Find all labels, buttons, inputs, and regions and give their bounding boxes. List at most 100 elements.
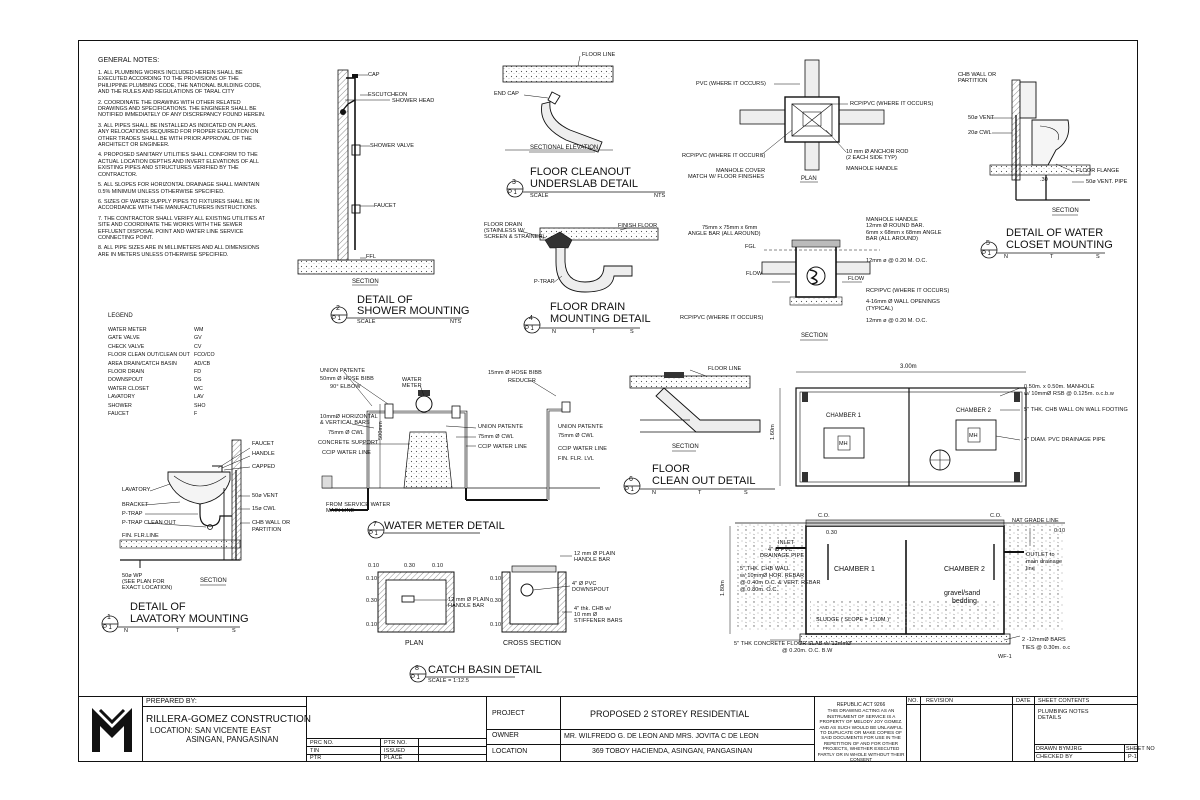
cleanout-detail-title2: UNDERSLAB DETAIL bbox=[530, 178, 638, 190]
wc-chb-label: CHB WALL OR bbox=[958, 72, 997, 78]
manhole-round-label: 12mm Ø ROUND BAR. bbox=[866, 223, 925, 229]
lav-detail-title2: LAVATORY MOUNTING bbox=[130, 613, 249, 625]
septic-section-drawing bbox=[729, 519, 1065, 645]
manhole-angle-label3: 6mm x 68mm x 68mm ANGLE bbox=[866, 230, 942, 236]
septic-slab-label: 5" THK CONCRETE FLOOR SLAB w/ 12mmØ bbox=[734, 641, 852, 647]
sheet-contents-header: SHEET CONTENTS bbox=[1038, 698, 1090, 704]
legend-name: SHOWER bbox=[108, 402, 132, 409]
cleanout-detail-num: 3 bbox=[512, 179, 516, 186]
wm-from-label2: MAIN LINE bbox=[326, 508, 355, 514]
septic-chamber1-label: CHAMBER 1 bbox=[826, 413, 862, 419]
shower-scale-label: SCALE bbox=[357, 319, 376, 325]
manhole-cover-label2: MATCH W/ FLOOR FINISHES bbox=[688, 174, 765, 180]
shower-escutcheon-label: ESCUTCHEON bbox=[368, 92, 408, 98]
general-note-item: 6. SIZES OF WATER SUPPLY PIPES TO FIXTUR… bbox=[98, 198, 260, 212]
floor-drain-label: FLOOR DRAIN bbox=[484, 222, 523, 228]
owner-name: MR. WILFREDO G. DE LEON AND MRS. JOVITA … bbox=[564, 733, 759, 740]
general-notes-list: 1. ALL PLUMBING WORKS INCLUDED HEREIN SH… bbox=[98, 70, 268, 262]
title-block-rule bbox=[380, 738, 381, 762]
septic-pipe-label: 4" DIAM. PVC DRAINAGE PIPE bbox=[1024, 437, 1106, 443]
title-block-rule bbox=[1034, 696, 1035, 762]
wm-reducer-label: REDUCER bbox=[508, 378, 536, 384]
floor-cleanout-underslab-drawing bbox=[502, 55, 614, 153]
legend-row: SHOWER SHO bbox=[108, 403, 218, 411]
revision-header: REVISION bbox=[926, 698, 954, 704]
general-note-item: 4. PROPOSED SANITARY UTILITIES SHALL CON… bbox=[98, 152, 259, 178]
shower-valve-label: SHOWER VALVE bbox=[370, 143, 414, 149]
lav-wp-label3: EXACT LOCATION) bbox=[122, 585, 173, 591]
title-block-rule bbox=[560, 696, 561, 762]
republic-act-title: REPUBLIC ACT 9266 bbox=[836, 702, 886, 708]
septic-d030-label: 0.30 bbox=[826, 530, 838, 536]
wm-support-label: CONCRETE SUPPORT bbox=[318, 440, 379, 446]
manhole-flow1-label: FLOW bbox=[746, 271, 763, 277]
shower-detail-title: DETAIL OF bbox=[357, 294, 413, 306]
septic-co1-label: C.O. bbox=[818, 513, 830, 519]
septic-outlet-label3: line bbox=[1026, 566, 1035, 572]
legend-name: GATE VALVE bbox=[108, 335, 140, 342]
sheet-contents-1: PLUMBING NOTES bbox=[1038, 709, 1089, 715]
project-location: 369 TOBOY HACIENDA, ASINGAN, PANGASINAN bbox=[592, 748, 753, 755]
lav-ffl-label: FIN. FLR.LINE bbox=[122, 533, 159, 539]
title-block-rule bbox=[486, 744, 814, 745]
cb-detail-num: 8 bbox=[415, 665, 419, 672]
septic-footing-label: 5" THK. CHB WALL ON WALL FOOTING bbox=[1024, 407, 1128, 413]
wm-cwl-label: 75mm Ø CWL bbox=[328, 430, 364, 436]
lav-cwl-label: 15ø CWL bbox=[252, 506, 276, 512]
wm-union3-label: UNION PATENTE bbox=[558, 424, 604, 430]
title-block-rule bbox=[306, 696, 307, 762]
septic-pvc-label: 4" Ø PVC bbox=[768, 547, 793, 553]
manhole-typical-label: (TYPICAL) bbox=[866, 306, 894, 312]
drawn-by-value: MJRG bbox=[1066, 746, 1082, 752]
septic-sludge-label: SLUDGE ( SLOPE = 1:10M ) bbox=[816, 617, 890, 623]
cb-dim-010e: 0.10 bbox=[490, 576, 502, 582]
lav-detail-num: 1 bbox=[107, 614, 111, 621]
cb-dim-010f: 0.10 bbox=[490, 622, 502, 628]
septic-wall-label3: @ 0.40m O.C. & VERT. REBAR bbox=[740, 580, 821, 586]
general-note-item: 8. ALL PIPE SIZES ARE IN MILLIMETERS AND… bbox=[98, 245, 260, 258]
shower-cap-label: CAP bbox=[368, 72, 380, 78]
wc-dim-label: .30 bbox=[1040, 177, 1048, 183]
sheet-contents-2: DETAILS bbox=[1038, 715, 1062, 721]
manhole-section-label: SECTION bbox=[801, 333, 828, 339]
manhole-angle-label4: BAR (ALL AROUND) bbox=[866, 236, 919, 242]
title-block-rule bbox=[1012, 696, 1013, 762]
ptr-label: PTR bbox=[310, 755, 322, 761]
septic-mh2-label: MH bbox=[969, 433, 978, 439]
septic-slab-label2: @ 0.20m. O.C. B.W bbox=[782, 648, 833, 654]
legend-code: SHO bbox=[194, 402, 206, 409]
wc-detail-num: 5 bbox=[986, 240, 990, 247]
lav-capped-label: CAPPED bbox=[252, 464, 276, 470]
wc-flange-label: FLOOR FLANGE bbox=[1076, 168, 1120, 174]
shower-nts-label: NTS bbox=[450, 319, 462, 325]
cb-dim-030b: 0.30 bbox=[366, 598, 378, 604]
wm-hose-label: 50mm Ø HOSE BIBB bbox=[320, 376, 374, 382]
title-block-rule bbox=[906, 704, 1138, 705]
lav-handle-label: HANDLE bbox=[252, 451, 275, 457]
legend-name: FLOOR CLEAN OUT/CLEAN OUT bbox=[108, 352, 190, 359]
floor-clean-out-drawing bbox=[629, 369, 761, 433]
wm-union-label: UNION PATENTE bbox=[320, 368, 366, 374]
water-meter-drawing bbox=[321, 371, 600, 511]
lav-detail-title: DETAIL OF bbox=[130, 601, 186, 613]
cb-dim-010b: 0.10 bbox=[432, 563, 444, 569]
sheet-no-label: SHEET NO bbox=[1126, 746, 1155, 752]
title-block-rule bbox=[418, 738, 419, 762]
shower-detail-num: 2 bbox=[336, 305, 340, 312]
legend-name: WATER METER bbox=[108, 327, 147, 333]
tin-label: TIN bbox=[310, 748, 320, 754]
septic-d180-label: 1.80m bbox=[720, 580, 726, 596]
fco-sheet-ref: P 1 bbox=[625, 487, 634, 493]
septic-manhole-label: 0.50m. x 0.50m. MANHOLE bbox=[1024, 384, 1095, 390]
cleanout-scale-label: SCALE bbox=[530, 193, 549, 199]
lav-faucet-label: FAUCET bbox=[252, 441, 275, 447]
manhole-pvc-label: PVC (WHERE IT OCCURS) bbox=[696, 81, 766, 87]
cb-dim-010c: 0.10 bbox=[366, 576, 378, 582]
lav-chb-label: CHB WALL OR bbox=[252, 520, 291, 526]
location-label: LOCATION bbox=[492, 748, 528, 755]
